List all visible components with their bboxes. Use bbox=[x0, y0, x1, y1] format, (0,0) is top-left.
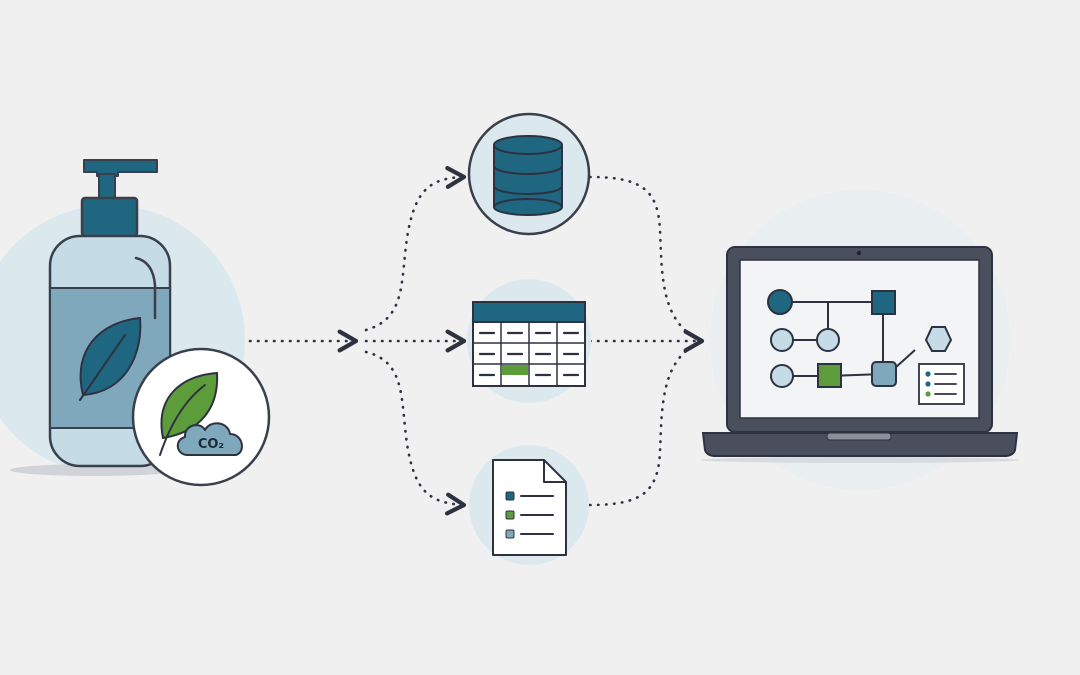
co2-cloud-icon: CO₂ bbox=[176, 422, 243, 456]
spreadsheet-icon bbox=[472, 301, 586, 387]
product-bottle-group: CO₂ bbox=[0, 159, 271, 487]
database-node bbox=[467, 112, 591, 236]
network-node bbox=[770, 364, 794, 388]
co2-label: CO₂ bbox=[198, 437, 224, 452]
document-node bbox=[469, 445, 589, 565]
network-node bbox=[924, 326, 953, 352]
checklist-card bbox=[918, 363, 965, 405]
database-icon bbox=[493, 135, 563, 216]
network-node bbox=[816, 328, 840, 352]
connector-database-to-merge bbox=[588, 175, 702, 342]
connector-document-to-merge bbox=[588, 340, 702, 507]
table-node bbox=[467, 279, 591, 403]
network-node bbox=[871, 290, 896, 315]
flow-connectors bbox=[248, 166, 705, 516]
network-node bbox=[871, 361, 897, 387]
co2-badge: CO₂ bbox=[131, 347, 271, 487]
network-node bbox=[770, 328, 794, 352]
screen-network-diagram bbox=[767, 289, 965, 405]
connector-branch-to-document bbox=[364, 350, 467, 516]
network-node bbox=[767, 289, 793, 315]
network-node bbox=[817, 363, 842, 388]
leaf-icon bbox=[79, 316, 142, 401]
connector-branch-to-database bbox=[364, 166, 467, 332]
document-icon bbox=[492, 459, 567, 556]
laptop-icon bbox=[700, 190, 1020, 490]
